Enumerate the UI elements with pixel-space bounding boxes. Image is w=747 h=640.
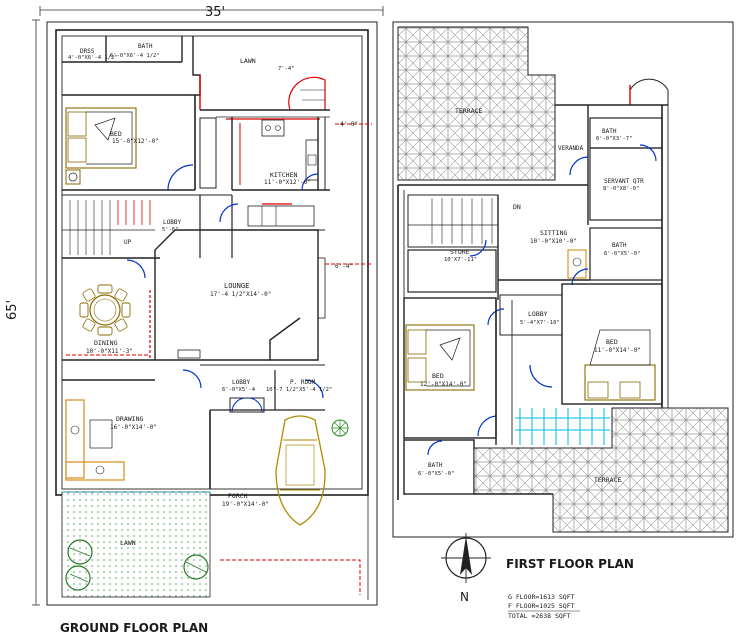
dimension-mark: 7'-4" bbox=[278, 66, 295, 72]
room-label: DINING bbox=[94, 339, 118, 347]
ground-floor-title: GROUND FLOOR PLAN bbox=[60, 621, 208, 635]
dimension-mark: 4'-0" bbox=[340, 121, 358, 128]
room-size: 17'-4 1/2"X14'-0" bbox=[210, 291, 271, 298]
room-size: 6'-0"X5'-0" bbox=[418, 471, 454, 477]
width-dimension: 35' bbox=[205, 5, 225, 20]
room-label: SERVANT QTR bbox=[604, 178, 644, 185]
room-label: VERANDA bbox=[558, 145, 584, 152]
room-label: BATH bbox=[602, 128, 617, 135]
room-label: LAWN bbox=[240, 57, 256, 65]
room-size: 6'-0"X3'-7" bbox=[596, 136, 632, 142]
room-label: KITCHEN bbox=[270, 171, 297, 179]
room-label: TERRACE bbox=[594, 476, 621, 484]
room-size: 10'X7'-11" bbox=[444, 257, 477, 263]
stair-label: DN bbox=[513, 203, 521, 211]
ground-bed-furniture bbox=[65, 107, 137, 169]
room-size: 5'-6" bbox=[162, 227, 179, 233]
terrace-top-area bbox=[397, 26, 556, 181]
room-label: BED bbox=[432, 372, 444, 380]
room-label: DRAWING bbox=[116, 415, 143, 423]
room-size: 11'-0"X14'-0" bbox=[594, 347, 641, 354]
room-label: LOUNGE bbox=[224, 282, 249, 290]
room-label: BATH bbox=[428, 462, 443, 469]
room-label: STORE bbox=[450, 248, 470, 256]
room-size: 4'-0"X6'-4 1/2" bbox=[68, 55, 118, 61]
room-label: LAWN bbox=[120, 539, 136, 547]
room-label: BED bbox=[606, 338, 618, 346]
room-label: BED bbox=[110, 130, 122, 138]
room-label: TERRACE bbox=[455, 107, 482, 115]
ground-floor-plan: 35' 65' bbox=[5, 5, 384, 635]
room-size: 6'-0"X6'-4 1/2" bbox=[110, 53, 160, 59]
room-size: 5'-4"X7'-10" bbox=[520, 320, 560, 326]
room-label: LOBBY bbox=[232, 379, 250, 386]
room-size: 10'-7 1/2"X5'-4 1/2" bbox=[266, 387, 332, 393]
room-label: BATH bbox=[138, 43, 153, 50]
first-floor-bed-right bbox=[584, 329, 656, 401]
ground-outer-wall bbox=[55, 29, 369, 496]
total-area: TOTAL =2638 SQFT bbox=[508, 612, 571, 620]
drawing-sofa-set bbox=[65, 399, 125, 481]
porch-car bbox=[275, 415, 326, 526]
dining-table-set bbox=[79, 284, 131, 336]
first-floor-title: FIRST FLOOR PLAN bbox=[506, 557, 634, 571]
room-size: 6'-0"X5'-0" bbox=[604, 251, 640, 257]
room-size: 10'-0"X11'-3" bbox=[86, 348, 133, 355]
room-label: SITTING bbox=[540, 229, 567, 237]
room-size: 12'-0"X14'-0" bbox=[420, 381, 467, 388]
plant-icon bbox=[331, 419, 349, 437]
room-label: LOBBY bbox=[528, 310, 548, 318]
north-arrow-icon bbox=[441, 533, 491, 583]
room-size: 6'-0"X5'-4 bbox=[222, 387, 256, 393]
room-size: 10'-0"X10'-0" bbox=[530, 238, 577, 245]
depth-dimension: 65' bbox=[5, 300, 20, 320]
room-label: PORCH bbox=[228, 492, 248, 500]
room-label: LOBBY bbox=[163, 219, 181, 226]
first-floor-plan: TERRACE VERANDA BATH 6'-0"X3'-7" SERVANT… bbox=[392, 21, 734, 620]
room-size: 15'-0"X12'-0" bbox=[112, 138, 159, 145]
first-floor-area: F FLOOR=1025 SQFT bbox=[508, 602, 575, 610]
room-size: 16'-0"X14'-0" bbox=[110, 424, 157, 431]
room-size: 11'-0"X12'-0" bbox=[264, 179, 311, 186]
room-size: 8'-0"X8'-0" bbox=[603, 186, 639, 192]
tree-icon bbox=[65, 539, 209, 591]
north-label: N bbox=[460, 590, 469, 604]
room-label: DRSS bbox=[80, 48, 95, 55]
stair-label: UP bbox=[124, 239, 132, 246]
room-label: P. ROOM bbox=[290, 379, 316, 386]
first-floor-bed-left bbox=[405, 324, 475, 391]
ground-lawn-area bbox=[61, 491, 211, 598]
dimension-mark: 6'-4" bbox=[335, 263, 353, 270]
ground-floor-area: G FLOOR=1613 SQFT bbox=[508, 593, 575, 601]
room-label: BATH bbox=[612, 242, 627, 249]
room-size: 19'-0"X14'-0" bbox=[222, 501, 269, 508]
